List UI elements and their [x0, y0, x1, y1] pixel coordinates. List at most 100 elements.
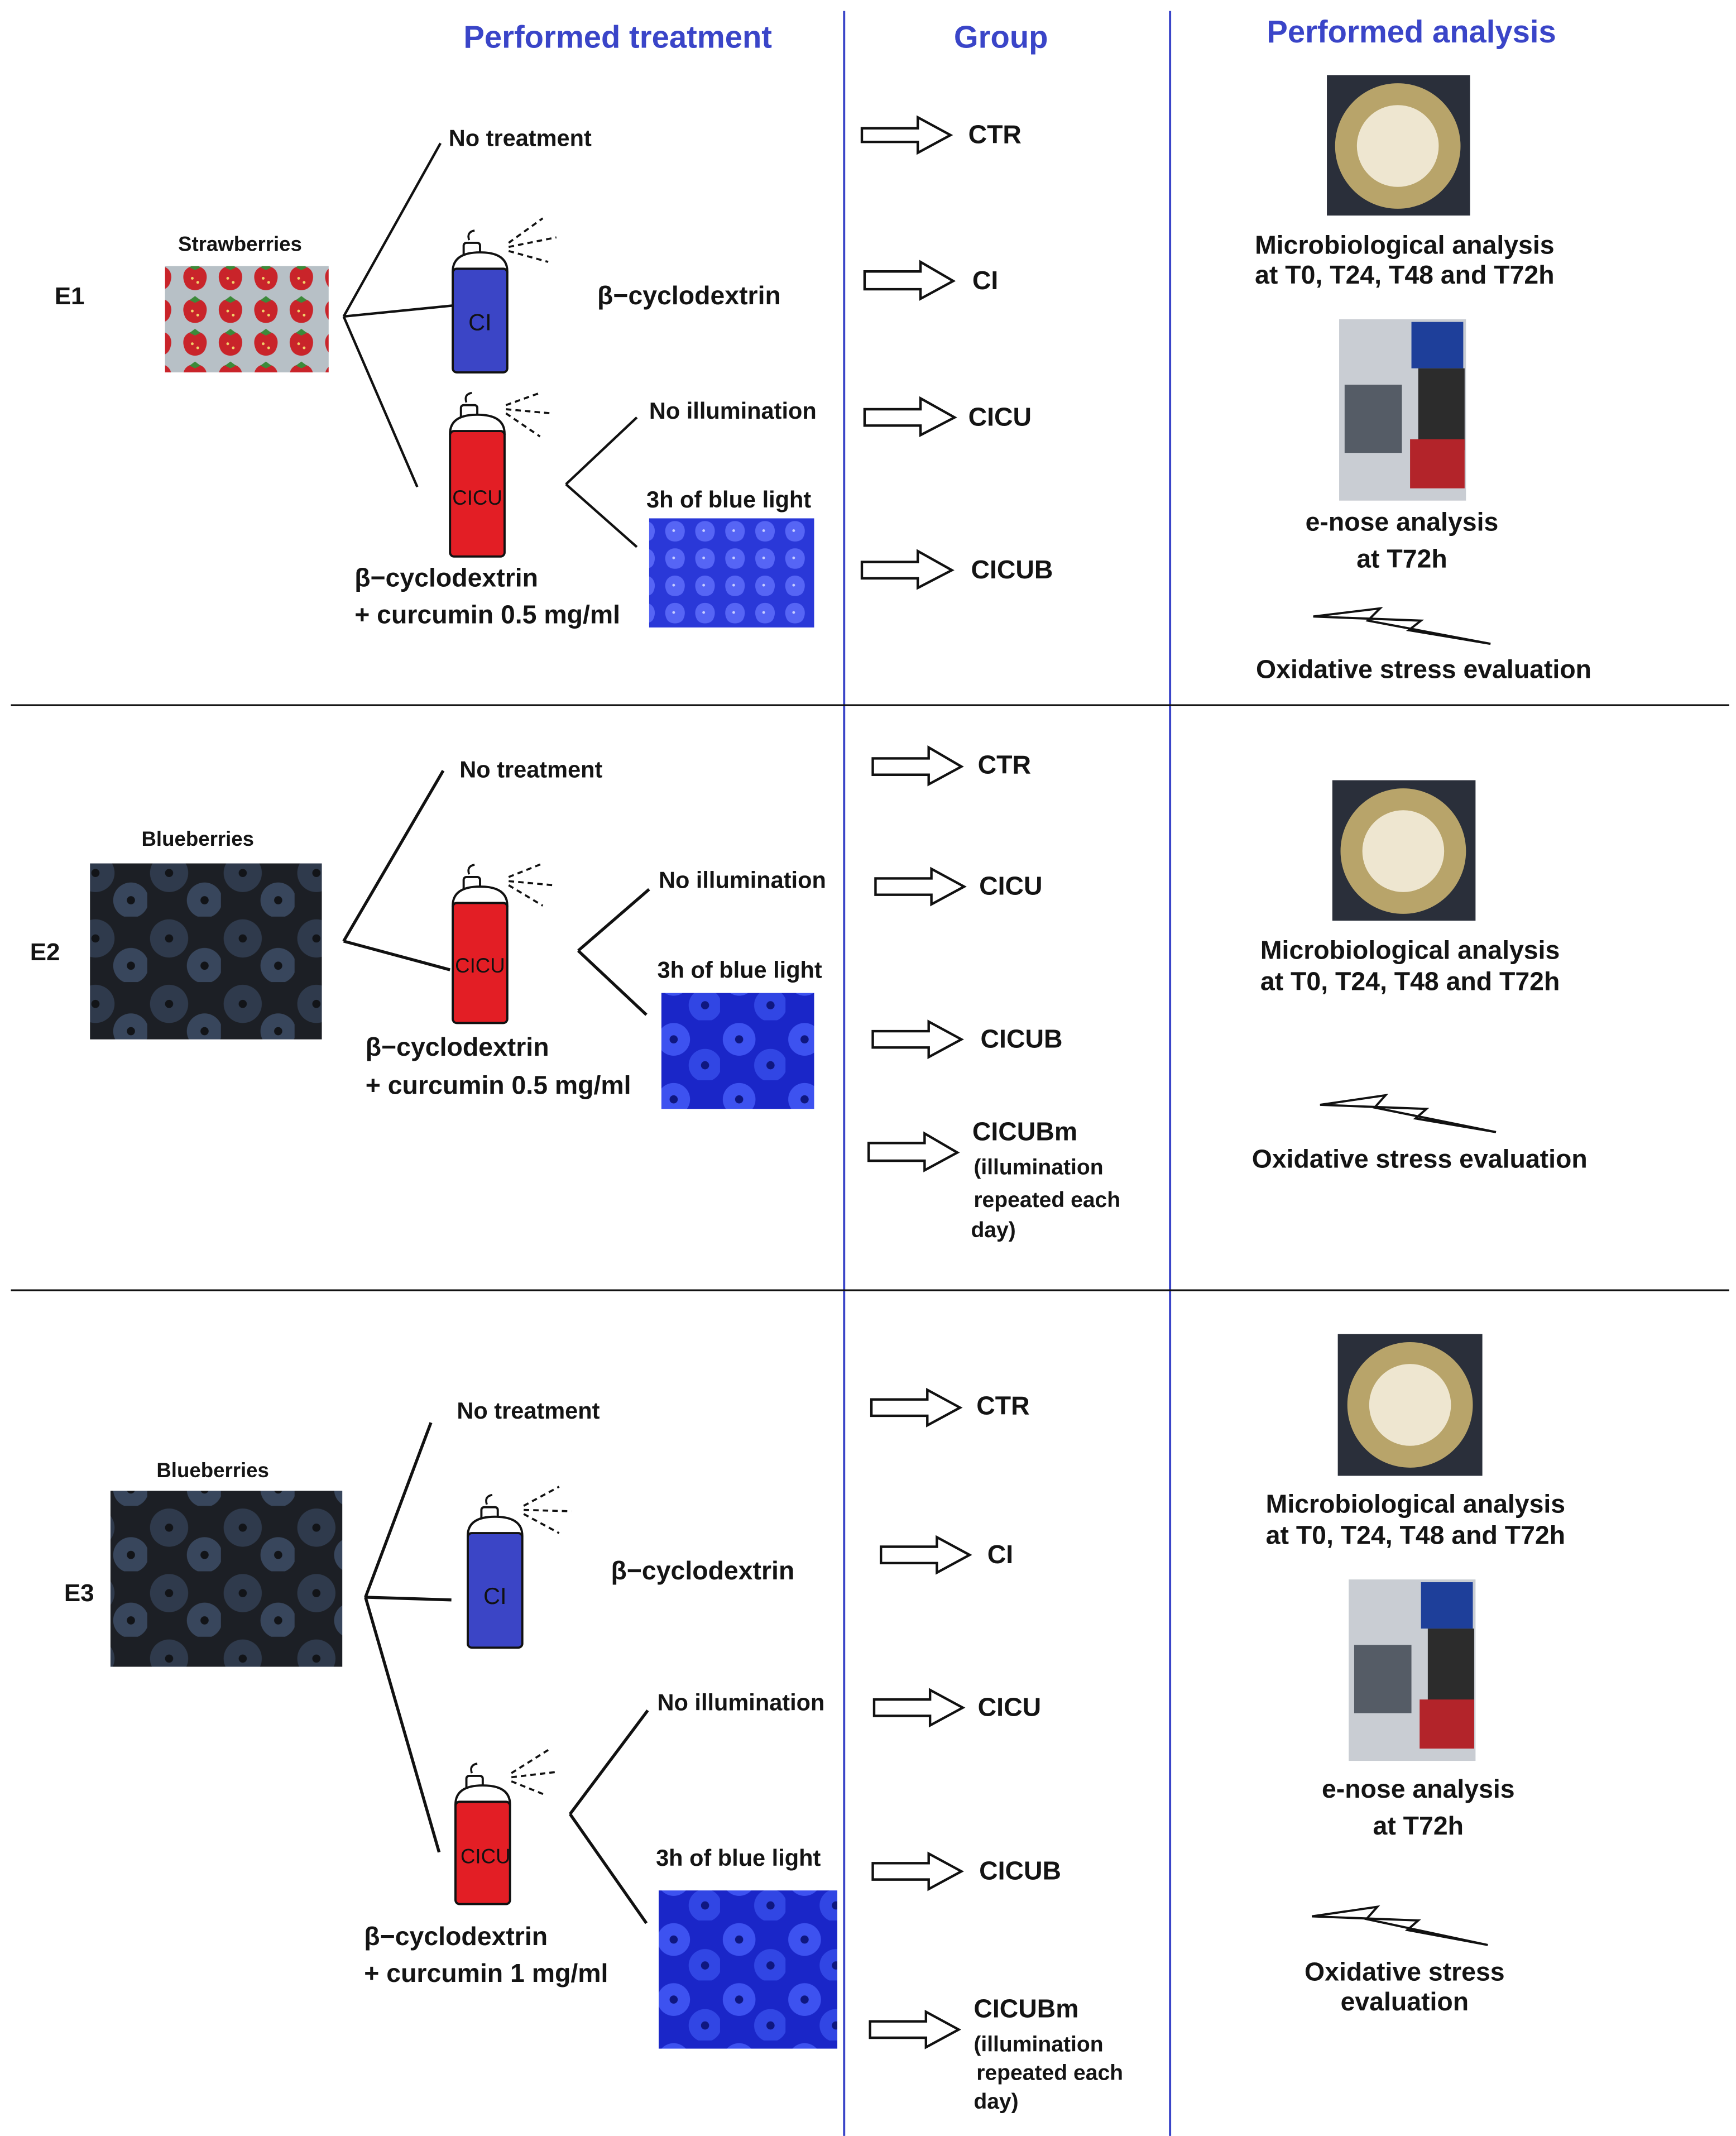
branch-lines: [342, 142, 638, 548]
analysis-enose-line2: at T72h: [1356, 544, 1447, 573]
group-label: CICUBm: [972, 1117, 1077, 1146]
outline-arrow-icon: [860, 549, 955, 590]
group-arrows: [860, 115, 957, 590]
analysis-enose-line1: e-nose analysis: [1306, 507, 1499, 536]
outline-arrow-icon: [871, 745, 964, 787]
group-label: CICU: [978, 1692, 1041, 1721]
no-illumination-label: No illumination: [649, 397, 817, 424]
lightning-bolt-icon: [1313, 607, 1491, 645]
group-label: CICUB: [971, 555, 1053, 584]
outline-arrow-icon: [867, 1131, 960, 1172]
no-treatment-label: No treatment: [457, 1397, 600, 1424]
lightning-bolt-icon: [1311, 1905, 1488, 1946]
outline-arrow-icon: [869, 2009, 962, 2049]
spray-can-icon: [452, 217, 557, 373]
cicu-description-line1: β−cyclodextrin: [364, 1922, 548, 1951]
experiment-e3: E3 Blueberries No treatment CI β−cyclode…: [64, 1334, 1565, 2114]
blue-light-strawberries-photo: [649, 518, 814, 628]
cicu-description-line2: + curcumin 0.5 mg/ml: [354, 600, 620, 629]
outline-arrow-icon: [871, 1851, 964, 1891]
cicu-description-line2: + curcumin 1 mg/ml: [364, 1958, 608, 1987]
analysis-enose-line1: e-nose analysis: [1322, 1774, 1515, 1803]
analysis-micro-line1: Microbiological analysis: [1255, 231, 1554, 260]
cicubm-note-line2: repeated each: [973, 1188, 1120, 1212]
fruit-label: Blueberries: [141, 827, 254, 850]
fruit-label: Strawberries: [178, 233, 302, 256]
analysis-micro-line1: Microbiological analysis: [1266, 1489, 1565, 1518]
no-illumination-label: No illumination: [659, 867, 826, 893]
outline-arrow-icon: [863, 260, 956, 301]
outline-arrow-icon: [870, 1387, 963, 1428]
ci-description: β−cyclodextrin: [597, 281, 781, 310]
group-label: CICU: [979, 871, 1042, 901]
can-label-cicu: CICU: [455, 954, 505, 977]
e-nose-photo: [1339, 319, 1466, 501]
blue-light-blueberries-photo: [661, 993, 814, 1109]
outline-arrow-icon: [872, 1688, 966, 1728]
blue-light-label: 3h of blue light: [646, 486, 811, 513]
header-group: Group: [954, 20, 1048, 55]
analysis-micro-line2: at T0, T24, T48 and T72h: [1255, 260, 1554, 289]
analysis-micro-line2: at T0, T24, T48 and T72h: [1260, 967, 1560, 996]
branch-lines: [342, 770, 650, 1016]
group-label: CI: [987, 1540, 1013, 1569]
spray-can-icon: [449, 391, 552, 558]
e-nose-photo: [1349, 1579, 1476, 1761]
analysis-micro-line1: Microbiological analysis: [1260, 936, 1560, 965]
experiment-label: E3: [64, 1579, 94, 1607]
ci-description: β−cyclodextrin: [611, 1556, 794, 1585]
fruit-label: Blueberries: [156, 1459, 269, 1482]
group-label: CICUB: [979, 1856, 1061, 1885]
group-label: CI: [972, 266, 998, 295]
analysis-oxidative-line2: evaluation: [1341, 1987, 1469, 2016]
group-label: CTR: [976, 1391, 1029, 1420]
cicubm-note-line2: repeated each: [976, 2061, 1123, 2085]
cicubm-note-line3: day): [971, 1218, 1015, 1242]
can-label-cicu: CICU: [452, 486, 502, 509]
branch-lines: [364, 1422, 649, 1924]
outline-arrow-icon: [871, 1019, 964, 1060]
analysis-oxidative: Oxidative stress evaluation: [1252, 1144, 1588, 1173]
group-label: CICU: [968, 402, 1032, 431]
experiment-label: E2: [30, 938, 60, 966]
group-arrows: [867, 745, 967, 1172]
analysis-micro-line2: at T0, T24, T48 and T72h: [1266, 1521, 1565, 1550]
outline-arrow-icon: [880, 1535, 972, 1575]
analysis-oxidative-line1: Oxidative stress: [1305, 1957, 1505, 1986]
group-label: CICUBm: [973, 1994, 1078, 2023]
blueberries-photo: [110, 1491, 343, 1667]
lightning-bolt-icon: [1320, 1094, 1497, 1133]
can-label-cicu: CICU: [461, 1845, 511, 1867]
petri-dish-photo: [1327, 75, 1470, 216]
can-label-ci: CI: [483, 1583, 507, 1609]
grid-lines: [11, 11, 1729, 2136]
blueberries-photo: [90, 863, 322, 1040]
group-arrows: [869, 1387, 972, 2049]
petri-dish-photo: [1332, 780, 1476, 921]
cicubm-note-line1: (illumination: [973, 1156, 1103, 1180]
spray-can-icon: [452, 862, 554, 1024]
petri-dish-photo: [1337, 1334, 1483, 1476]
blue-light-blueberries-photo: [658, 1890, 838, 2049]
cicu-description-line1: β−cyclodextrin: [366, 1032, 549, 1061]
header-performed-treatment: Performed treatment: [463, 20, 772, 55]
cicubm-note-line1: (illumination: [973, 2032, 1103, 2056]
analysis-oxidative: Oxidative stress evaluation: [1256, 654, 1591, 683]
blue-light-label: 3h of blue light: [658, 957, 822, 983]
spray-can-icon: [467, 1486, 572, 1649]
no-illumination-label: No illumination: [658, 1689, 825, 1716]
experiment-e2: E2 Blueberries No treatment CICU β−cyclo…: [30, 745, 1588, 1242]
header-performed-analysis: Performed analysis: [1267, 14, 1556, 49]
experiment-e1: E1 Strawberries No treatment CI β−cyclod…: [55, 75, 1591, 683]
analysis-enose-line2: at T72h: [1373, 1811, 1464, 1840]
outline-arrow-icon: [863, 396, 957, 438]
no-treatment-label: No treatment: [449, 124, 592, 151]
outline-arrow-icon: [874, 866, 967, 907]
no-treatment-label: No treatment: [459, 756, 602, 783]
cicu-description-line2: + curcumin 0.5 mg/ml: [366, 1070, 631, 1099]
group-label: CICUB: [981, 1024, 1063, 1053]
blue-light-label: 3h of blue light: [656, 1845, 821, 1871]
group-label: CTR: [968, 120, 1022, 149]
